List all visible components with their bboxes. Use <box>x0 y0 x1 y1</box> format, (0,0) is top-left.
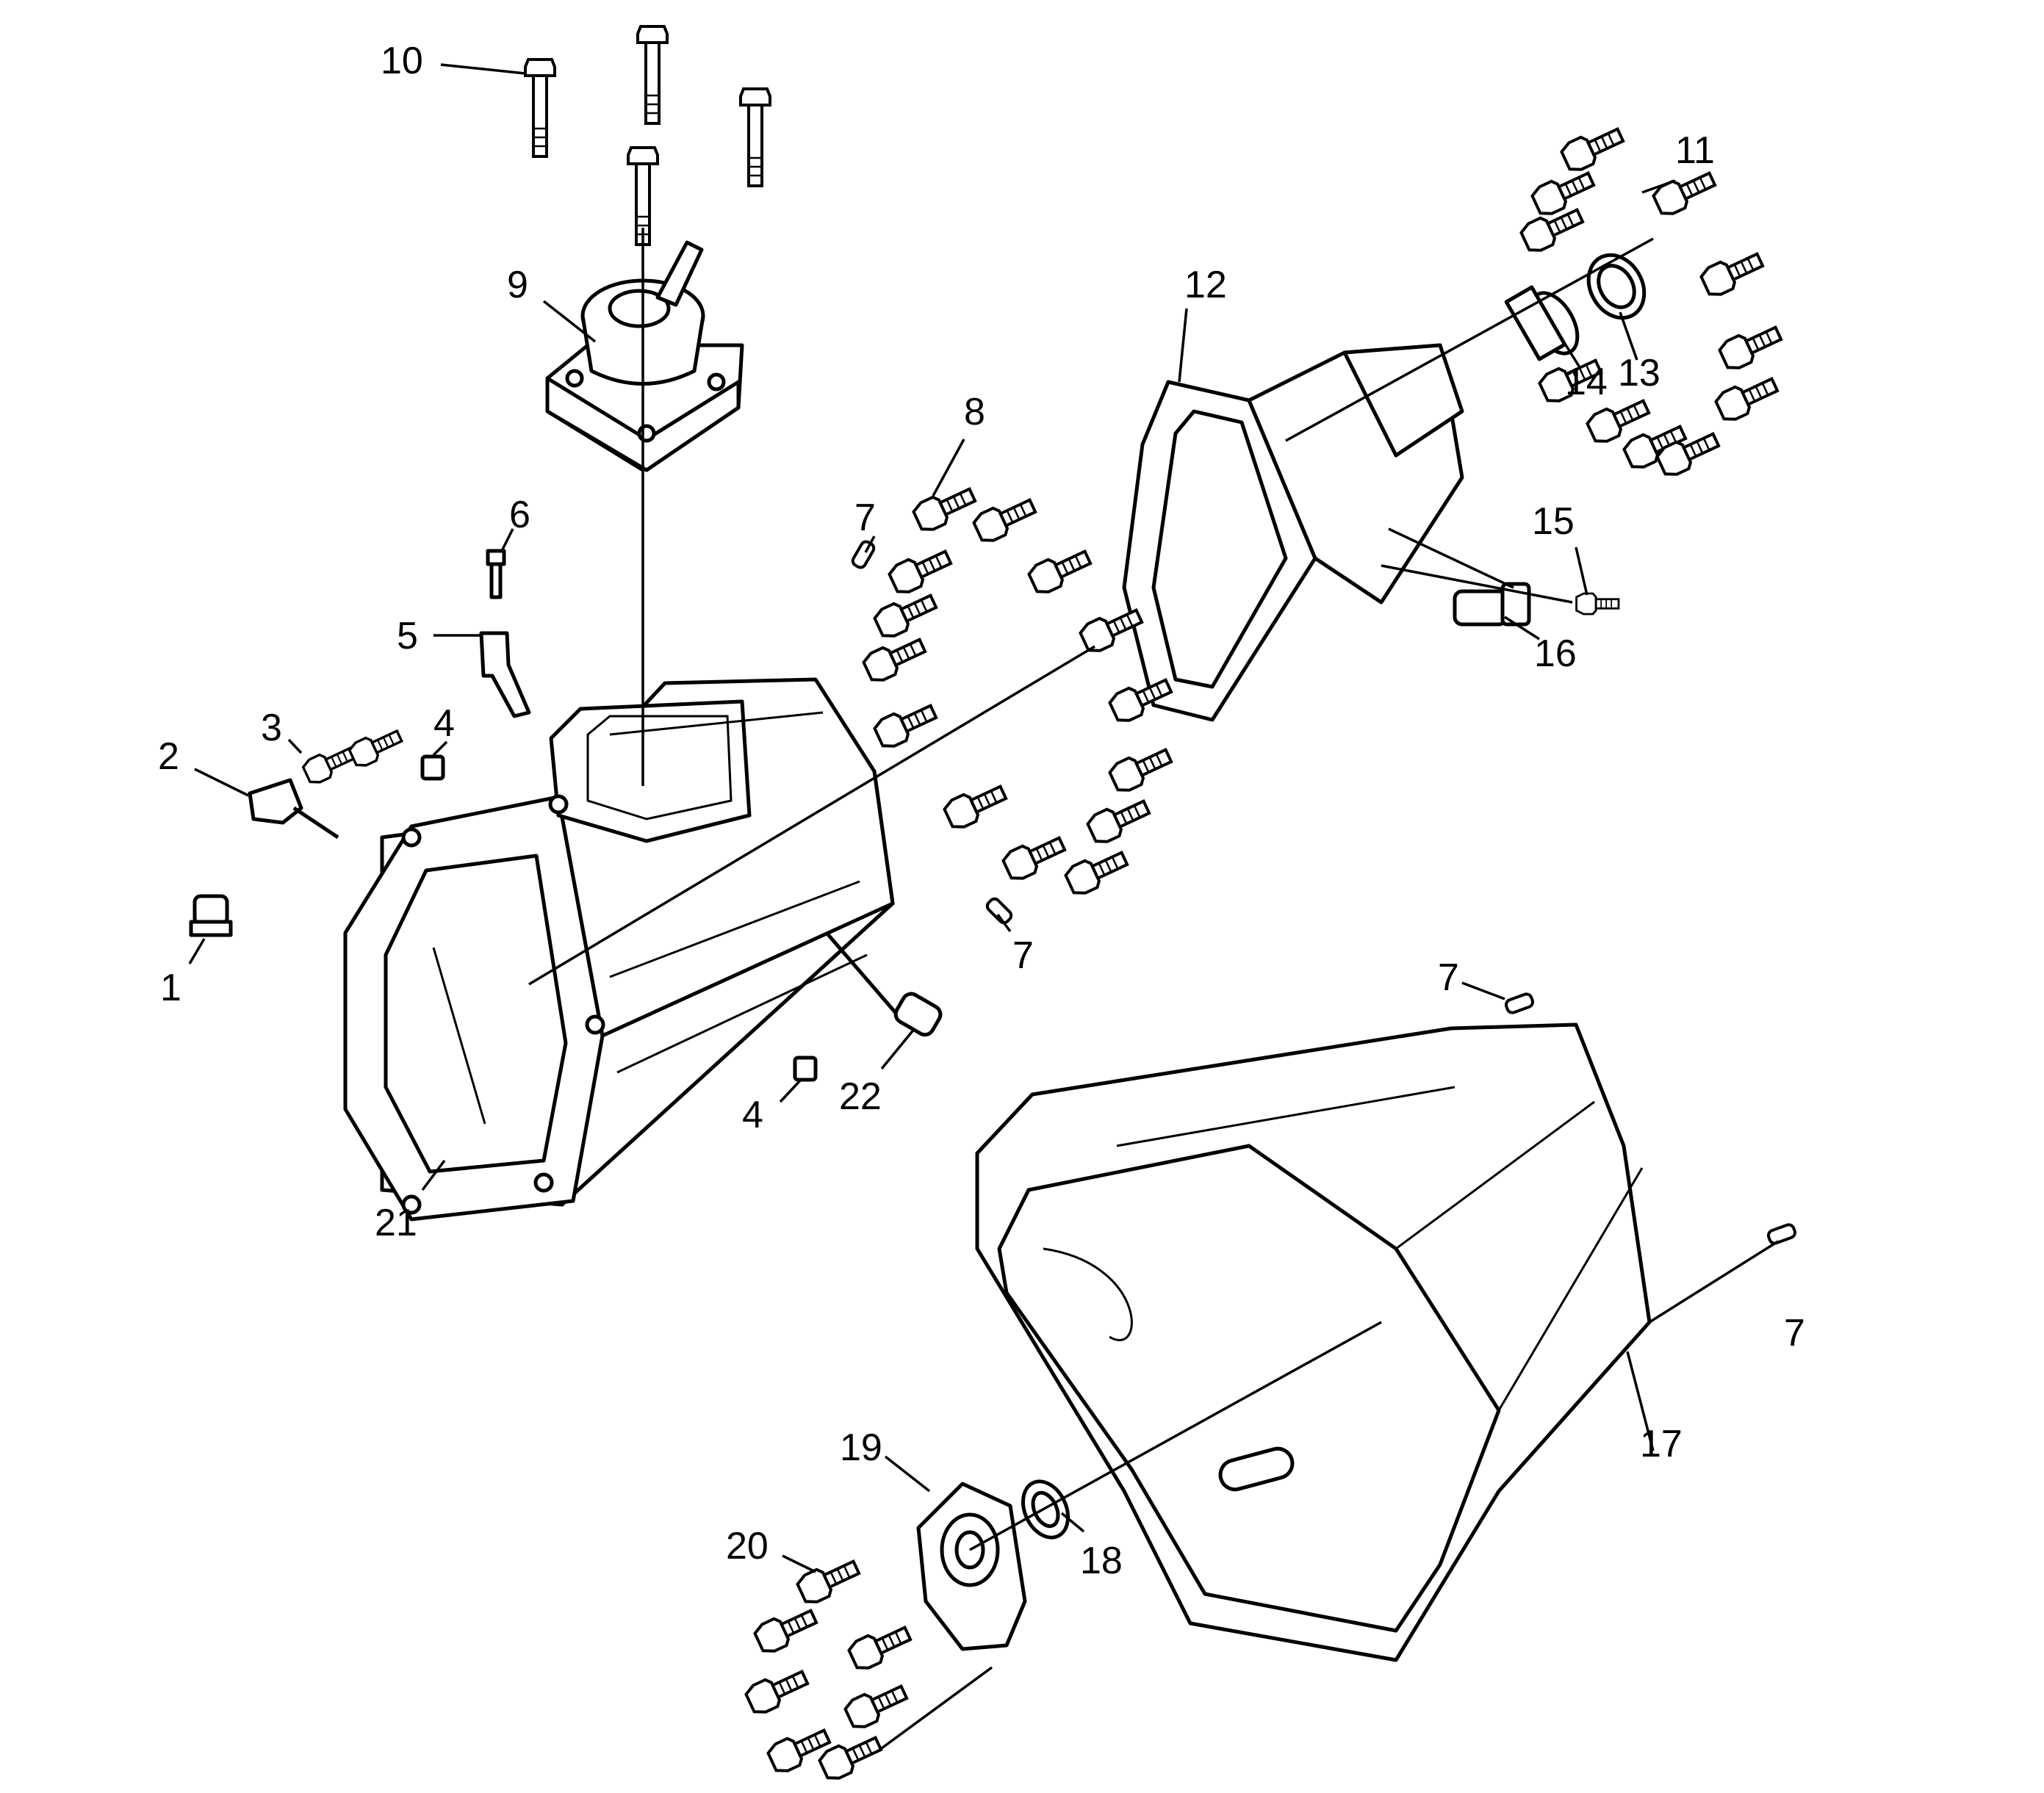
callout-6: 6 <box>509 494 530 536</box>
callout-1: 1 <box>160 967 181 1009</box>
callout-13: 13 <box>1618 352 1660 394</box>
callout-19: 19 <box>840 1426 882 1469</box>
callout-7-c: 7 <box>1438 956 1459 999</box>
plug-upper <box>420 754 445 781</box>
callout-7-a: 7 <box>854 497 876 539</box>
bracket <box>479 631 531 718</box>
callout-14: 14 <box>1565 361 1608 403</box>
top-bolt-c <box>739 87 771 187</box>
dowel-pin-c <box>1503 991 1536 1016</box>
dowel-pin-d <box>1766 1222 1798 1247</box>
seal <box>1021 1479 1070 1540</box>
cable-bracket <box>248 778 339 840</box>
plug-lower <box>793 1056 818 1082</box>
transmission-case <box>343 677 895 1222</box>
rear-seal <box>1586 253 1647 320</box>
callout-4-upper: 4 <box>433 702 455 745</box>
leader-lines <box>188 63 1676 1573</box>
callout-21: 21 <box>375 1202 417 1244</box>
callout-5: 5 <box>397 615 418 657</box>
bolt-group-case <box>860 480 1176 899</box>
callout-8: 8 <box>964 391 985 433</box>
callout-11: 11 <box>1675 129 1715 172</box>
sensor-bolt <box>1575 592 1620 616</box>
shift-tower <box>545 240 744 472</box>
bracket-bolt <box>486 549 506 599</box>
callout-17: 17 <box>1640 1423 1683 1465</box>
bell-housing <box>975 1022 1652 1662</box>
callout-7-b: 7 <box>1012 934 1034 977</box>
top-bolt-a <box>524 58 556 158</box>
drain-plug <box>189 894 233 937</box>
callout-16: 16 <box>1534 632 1577 675</box>
callout-7-d: 7 <box>1784 1312 1805 1354</box>
top-bolt-b <box>636 25 669 125</box>
callout-4-lower: 4 <box>742 1094 763 1136</box>
reverse-switch <box>825 931 943 1037</box>
extension-housing <box>1122 343 1464 722</box>
bolt-group-bracket <box>300 723 406 787</box>
callout-15: 15 <box>1532 500 1575 543</box>
callout-9: 9 <box>507 264 528 306</box>
callout-20: 20 <box>726 1525 769 1567</box>
callout-12: 12 <box>1184 264 1227 306</box>
dowel-pin-a <box>849 538 877 571</box>
callout-22: 22 <box>839 1075 882 1118</box>
callout-3: 3 <box>261 707 282 749</box>
callout-10: 10 <box>381 40 423 82</box>
bolt-group-retainer <box>742 1552 915 1784</box>
dowel-pin-b <box>985 897 1013 925</box>
speed-sensor <box>1453 582 1531 627</box>
front-bearing-retainer <box>916 1482 1027 1651</box>
callout-2: 2 <box>158 735 179 778</box>
callouts: 1 2 3 4 4 5 6 7 7 7 7 8 9 10 11 12 13 14… <box>158 40 1805 1582</box>
callout-18: 18 <box>1080 1540 1123 1582</box>
assembly-lines <box>528 228 1779 1750</box>
